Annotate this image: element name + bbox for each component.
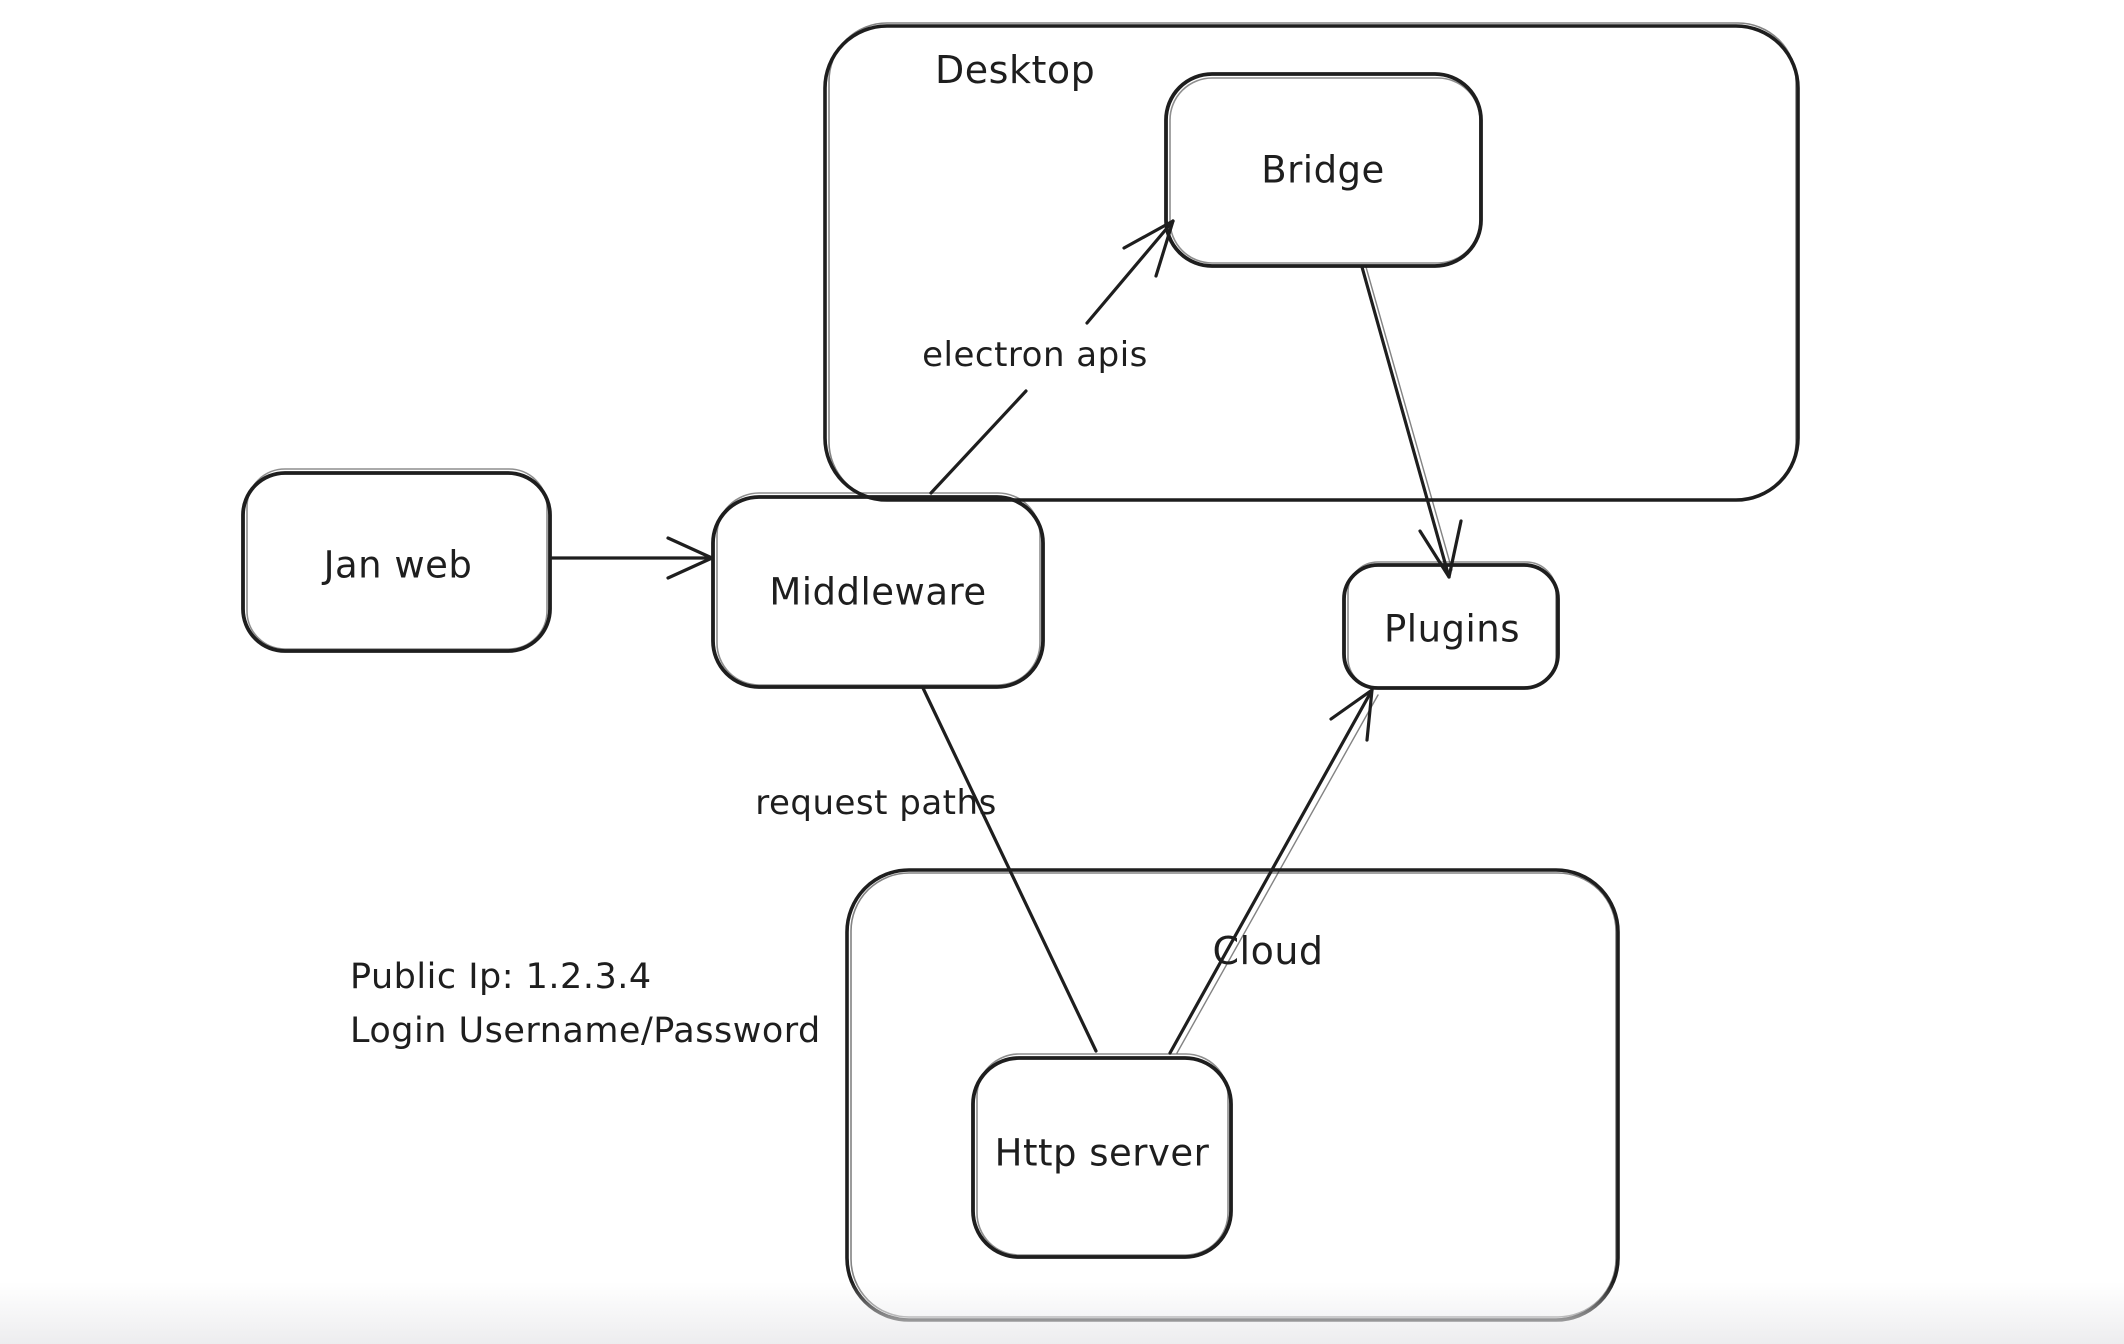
jan-web-box-sketch xyxy=(246,468,548,650)
arrowhead-http-server-to-plugins xyxy=(1329,688,1374,742)
edge-middleware-to-bridge[interactable] xyxy=(929,219,1175,495)
desktop-container-box-sketch xyxy=(828,22,1797,501)
desktop-container-label[interactable]: Desktop xyxy=(935,48,1096,92)
cloud-container-label[interactable]: Cloud xyxy=(1212,929,1324,973)
plugins-label[interactable]: Plugins xyxy=(1383,607,1521,651)
edge-http-server-to-plugins-sketch xyxy=(1176,694,1379,1054)
bridge-box-sketch xyxy=(1169,77,1481,264)
arrowhead-bridge-to-plugins xyxy=(1418,519,1463,579)
arrowhead-jan-web-to-middleware xyxy=(666,536,714,580)
edge-bridge-to-plugins-sketch xyxy=(1365,266,1453,571)
middleware-box[interactable] xyxy=(711,495,1045,689)
middleware-box-sketch xyxy=(716,492,1041,686)
http-server-box-sketch xyxy=(976,1053,1229,1256)
bridge-box[interactable] xyxy=(1164,72,1483,268)
middleware-label[interactable]: Middleware xyxy=(769,570,987,614)
edge-label-request-paths[interactable]: request paths xyxy=(755,783,997,823)
arrowhead-middleware-to-bridge xyxy=(1122,219,1175,278)
jan-web-box[interactable] xyxy=(241,471,552,653)
annotation-public-ip[interactable]: Public Ip: 1.2.3.4 xyxy=(350,957,652,997)
bridge-label[interactable]: Bridge xyxy=(1261,148,1385,192)
edge-bridge-to-plugins[interactable] xyxy=(1360,265,1451,579)
edge-http-server-to-plugins[interactable] xyxy=(1168,688,1374,1055)
http-server-label[interactable]: Http server xyxy=(994,1131,1210,1175)
annotation-login[interactable]: Login Username/Password xyxy=(350,1011,821,1051)
edge-middleware-to-http-server[interactable] xyxy=(921,686,1098,1053)
jan-web-label[interactable]: Jan web xyxy=(323,543,473,587)
edge-label-electron-apis[interactable]: electron apis xyxy=(922,335,1148,375)
http-server-box[interactable] xyxy=(971,1056,1233,1259)
